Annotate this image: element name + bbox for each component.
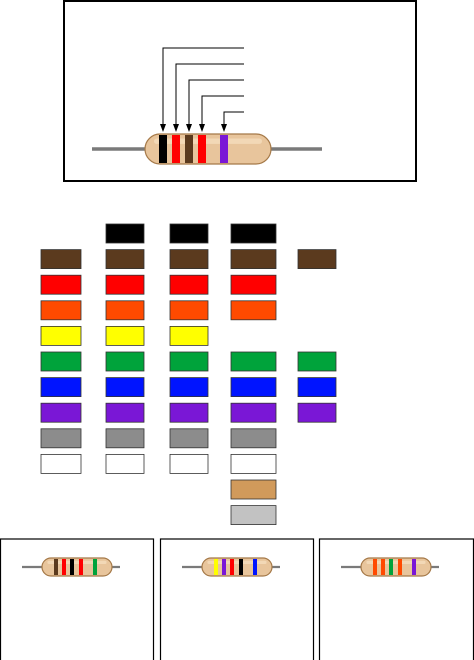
callout-line (201, 95, 244, 128)
swatch-orange (105, 300, 145, 321)
swatch-green (230, 351, 277, 372)
swatch-green (40, 351, 82, 372)
swatch-violet (230, 402, 277, 423)
swatch-gray (169, 428, 209, 449)
swatch-violet (169, 402, 209, 423)
swatch-orange (169, 300, 209, 321)
resistor-band-yellow (214, 559, 218, 575)
resistor-band-black (70, 559, 74, 575)
swatch-yellow (40, 325, 82, 346)
swatch-blue (169, 377, 209, 398)
swatch-green (105, 351, 145, 372)
resistor-band-violet (412, 559, 416, 575)
swatch-blue (40, 377, 82, 398)
swatch-gray (105, 428, 145, 449)
chart-column-digit-3 (169, 223, 209, 474)
resistor-band-red (172, 135, 180, 163)
swatch-black (230, 223, 277, 244)
main-resistor-panel (63, 0, 417, 182)
chart-column-multiplier (230, 223, 277, 526)
callout-line (162, 47, 244, 128)
swatch-blue (105, 377, 145, 398)
swatch-yellow (105, 325, 145, 346)
swatch-orange (40, 300, 82, 321)
example-panel-2 (159, 538, 315, 660)
example-resistor (182, 557, 280, 577)
swatch-violet (105, 402, 145, 423)
resistor-band-violet (220, 135, 228, 163)
example-panel-frame (0, 538, 155, 660)
callout-arrow (160, 124, 166, 132)
example-panel-frame (159, 538, 315, 660)
swatch-blue (297, 377, 337, 398)
swatch-black (169, 223, 209, 244)
swatch-brown (230, 249, 277, 270)
chart-column-digit-2 (105, 223, 145, 474)
callout-arrow (186, 124, 192, 132)
callout-line (188, 79, 244, 128)
resistor-band-black (239, 559, 243, 575)
resistor-band-violet (222, 559, 226, 575)
resistor-band-brown (185, 135, 193, 163)
swatch-white (230, 453, 277, 474)
swatch-brown (40, 249, 82, 270)
swatch-white (169, 453, 209, 474)
chart-column-digit-1 (40, 249, 82, 474)
swatch-green (297, 351, 337, 372)
swatch-red (105, 274, 145, 295)
swatch-green (169, 351, 209, 372)
resistor-band-red (79, 559, 83, 575)
example-resistor (22, 557, 120, 577)
resistor-band-orange (381, 559, 385, 575)
swatch-black (105, 223, 145, 244)
main-resistor (92, 133, 322, 165)
example-resistor-panels (0, 538, 474, 660)
example-panel-1 (0, 538, 155, 660)
color-code-chart (40, 223, 337, 526)
callout-arrow (173, 124, 179, 132)
resistor-band-red (230, 559, 234, 575)
swatch-red (230, 274, 277, 295)
swatch-white (105, 453, 145, 474)
callout-line (175, 63, 244, 128)
callout-arrow (221, 124, 227, 132)
swatch-red (169, 274, 209, 295)
example-panel-frame (318, 538, 474, 660)
resistor-band-orange (373, 559, 377, 575)
resistor-band-brown (54, 559, 58, 575)
resistor-band-blue (253, 559, 257, 575)
chart-column-tolerance (297, 249, 337, 423)
swatch-silver (230, 505, 277, 526)
swatch-gray (230, 428, 277, 449)
resistor-highlight (154, 138, 262, 144)
swatch-brown (169, 249, 209, 270)
swatch-violet (297, 402, 337, 423)
resistor-band-red (198, 135, 206, 163)
swatch-violet (40, 402, 82, 423)
swatch-yellow (169, 325, 209, 346)
swatch-gray (40, 428, 82, 449)
callout-line (223, 111, 244, 128)
resistor-band-green (389, 559, 393, 575)
swatch-gold (230, 479, 277, 500)
example-panel-3 (318, 538, 474, 660)
swatch-brown (297, 249, 337, 270)
swatch-orange (230, 300, 277, 321)
resistor-band-red (62, 559, 66, 575)
swatch-white (40, 453, 82, 474)
callout-arrow (199, 124, 205, 132)
example-resistor (341, 557, 439, 577)
resistor-band-green (93, 559, 97, 575)
swatch-red (40, 274, 82, 295)
swatch-brown (105, 249, 145, 270)
resistor-band-black (159, 135, 167, 163)
swatch-blue (230, 377, 277, 398)
resistor-band-orange (398, 559, 402, 575)
